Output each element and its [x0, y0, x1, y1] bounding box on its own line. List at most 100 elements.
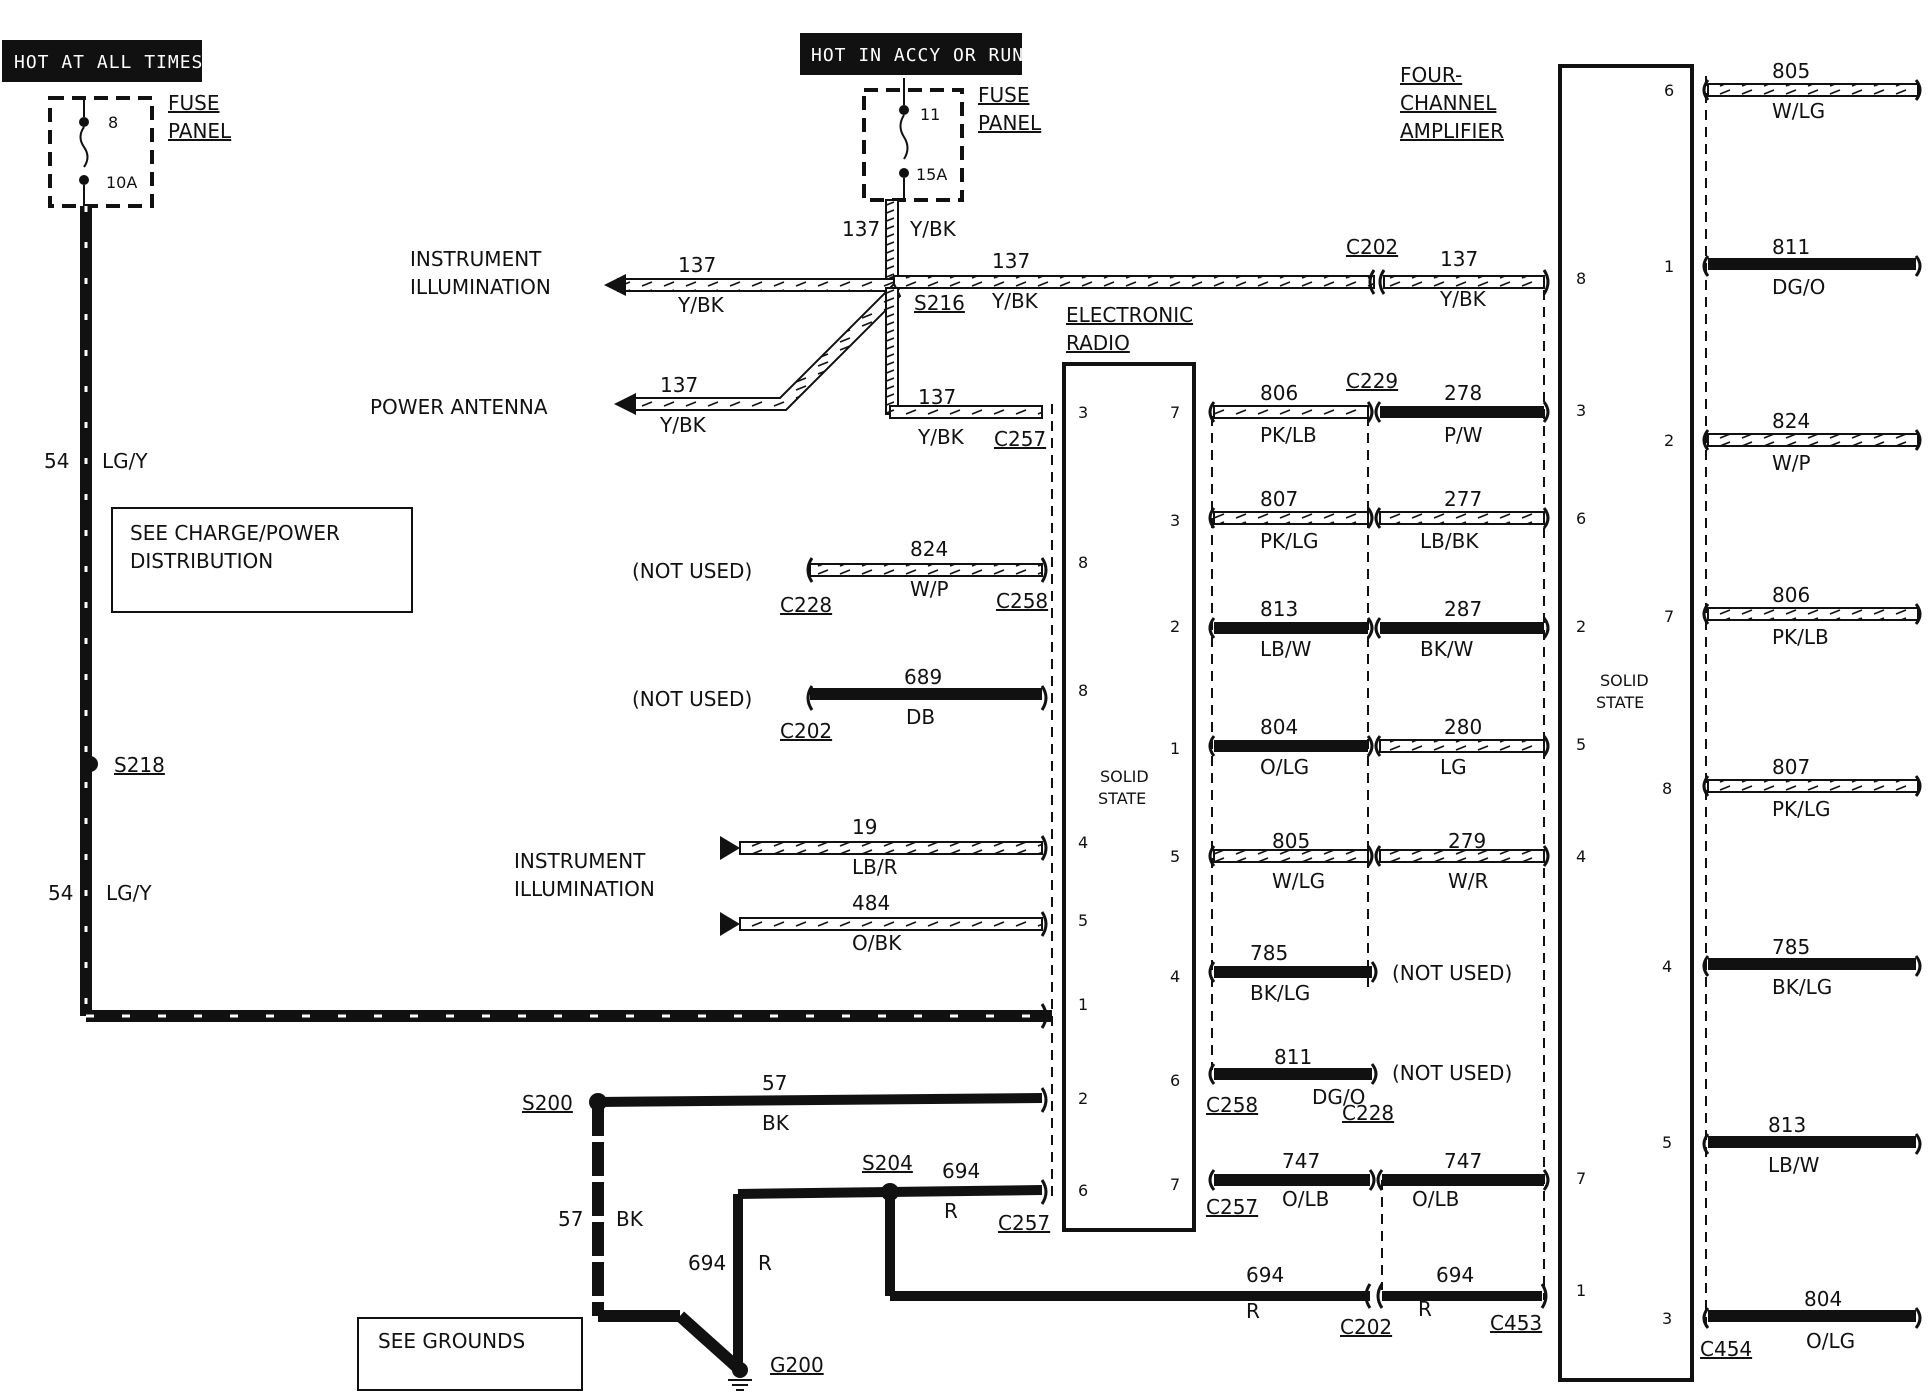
diagram-label: 7	[1576, 1169, 1586, 1188]
diagram-label: DG/O	[1772, 275, 1825, 299]
diagram-label: 804	[1804, 1287, 1842, 1311]
connector-label: C228	[1342, 1101, 1394, 1125]
diagram-label: BK/W	[1420, 637, 1474, 661]
connector-label: C229	[1346, 369, 1398, 393]
diagram-label: 1	[1078, 995, 1088, 1014]
wire-824-not-used	[806, 557, 1048, 583]
wire-color: LG/Y	[106, 881, 152, 905]
diagram-label: 277	[1444, 487, 1482, 511]
diagram-label: STATE	[1596, 693, 1644, 712]
diagram-label: 57	[558, 1207, 583, 1231]
diagram-label: 2	[1170, 617, 1180, 636]
diagram-label: RADIO	[1066, 331, 1130, 355]
fuse-panel-label: PANEL	[978, 111, 1042, 135]
ground-symbol-icon	[728, 1362, 752, 1391]
diagram-label: Y/BK	[909, 217, 957, 241]
connector-label: C454	[1700, 1337, 1752, 1361]
diagram-label: 5	[1078, 911, 1088, 930]
diagram-label: Y/BK	[677, 293, 725, 317]
diagram-label: (NOT USED)	[632, 559, 752, 583]
diagram-label: DB	[906, 705, 935, 729]
diagram-label: 813	[1768, 1113, 1806, 1137]
splice-label: S200	[522, 1091, 573, 1115]
diagram-label: SOLID	[1100, 767, 1149, 786]
connector-label: C258	[996, 589, 1048, 613]
fuse-panel-label: FUSE	[978, 83, 1029, 107]
fuse-panel-left: 8 10A FUSE PANEL	[48, 91, 232, 208]
connector-label: C257	[1206, 1195, 1258, 1219]
diagram-label: O/LG	[1260, 755, 1309, 779]
diagram-label: 6	[1078, 1181, 1088, 1200]
diagram-label: SOLID	[1600, 671, 1649, 690]
diagram-label: P/W	[1444, 423, 1483, 447]
diagram-label: PK/LB	[1260, 423, 1317, 447]
diagram-label: PK/LB	[1772, 625, 1829, 649]
fuse-panel-label: PANEL	[168, 119, 232, 143]
diagram-label: 747	[1282, 1149, 1320, 1173]
diagram-label: 7	[1170, 1175, 1180, 1194]
fuse-panel-label: FUSE	[168, 91, 219, 115]
diagram-label: BK	[616, 1207, 644, 1231]
diagram-label: R	[758, 1251, 772, 1275]
diagram-label: R	[944, 1199, 958, 1223]
diagram-label: LB/R	[852, 855, 898, 879]
diagram-label: (NOT USED)	[1392, 1061, 1512, 1085]
diagram-label: POWER ANTENNA	[370, 395, 548, 419]
fuse-panel-center: 11 15A FUSE PANEL	[862, 78, 1042, 202]
diagram-label: 5	[1662, 1133, 1672, 1152]
fuse-rating: 15A	[916, 165, 947, 184]
diagram-label: 813	[1260, 597, 1298, 621]
wire-57-ground	[589, 1087, 1048, 1373]
diagram-label: PK/LG	[1260, 529, 1319, 553]
electronic-radio-component: ELECTRONIC RADIO SOLID STATE	[1051, 303, 1196, 1232]
connector-label: C257	[994, 427, 1046, 451]
diagram-label: 137	[660, 373, 698, 397]
diagram-label: 824	[1772, 409, 1810, 433]
wire-689-not-used	[806, 685, 1048, 711]
diagram-label: 694	[942, 1159, 980, 1183]
diagram-label: 785	[1250, 941, 1288, 965]
diagram-label: (NOT USED)	[1392, 961, 1512, 985]
diagram-label: 279	[1448, 829, 1486, 853]
four-channel-amplifier-component: FOUR- CHANNEL AMPLIFIER SOLID STATE	[1400, 63, 1694, 1382]
diagram-label: 137	[1440, 247, 1478, 271]
diagram-label: 3	[1170, 511, 1180, 530]
diagram-label: 807	[1772, 755, 1810, 779]
diagram-label: HOT IN ACCY OR RUN	[811, 45, 1024, 66]
diagram-label: BK	[762, 1111, 790, 1135]
diagram-label: 2	[1078, 1089, 1088, 1108]
diagram-label: SEE GROUNDS	[378, 1329, 525, 1353]
diagram-label: 806	[1772, 583, 1810, 607]
diagram-label: 5	[1170, 847, 1180, 866]
diagram-label: 811	[1274, 1045, 1312, 1069]
wire-137-feed	[604, 199, 1545, 419]
diagram-label: 1	[1664, 257, 1674, 276]
diagram-label: 57	[762, 1071, 787, 1095]
diagram-label: 6	[1170, 1071, 1180, 1090]
connector-label: C202	[780, 719, 832, 743]
diagram-label: 689	[904, 665, 942, 689]
diagram-label: 8	[1662, 779, 1672, 798]
diagram-label: 7	[1170, 403, 1180, 422]
diagram-label: R	[1418, 1297, 1432, 1321]
diagram-label: BK/LG	[1250, 981, 1310, 1005]
connector-label: C258	[1206, 1093, 1258, 1117]
diagram-label: 804	[1260, 715, 1298, 739]
diagram-label: 3	[1662, 1309, 1672, 1328]
diagram-label: 8	[1576, 269, 1586, 288]
wire-19-instrument	[720, 835, 1048, 861]
diagram-label: (NOT USED)	[632, 687, 752, 711]
diagram-label: CHANNEL	[1400, 91, 1497, 115]
wire-color: LG/Y	[102, 449, 148, 473]
diagram-label: ELECTRONIC	[1066, 303, 1193, 327]
diagram-label: 694	[1436, 1263, 1474, 1287]
diagram-label: 1	[1576, 1281, 1586, 1300]
diagram-label: DISTRIBUTION	[130, 549, 273, 573]
diagram-label: BK/LG	[1772, 975, 1832, 999]
wire-number: 54	[44, 449, 69, 473]
diagram-label: Y/BK	[659, 413, 707, 437]
diagram-label: 785	[1772, 935, 1810, 959]
diagram-label: O/LG	[1806, 1329, 1855, 1353]
diagram-label: O/BK	[852, 931, 902, 955]
